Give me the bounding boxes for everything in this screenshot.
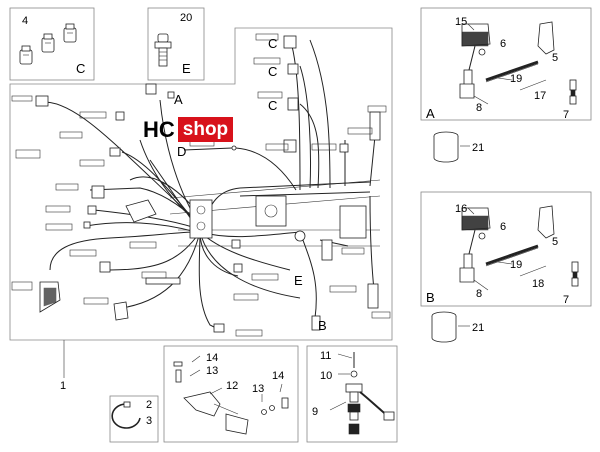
callout-3: 3 — [146, 415, 152, 427]
callout-16: 16 — [455, 203, 467, 215]
callout-leaders-A — [467, 23, 547, 105]
inset-box-4 — [9, 7, 95, 81]
coil-set-A — [459, 21, 577, 105]
harness-frame — [9, 27, 393, 341]
callout-2: 2 — [146, 399, 152, 411]
inset-box-15 — [420, 7, 592, 121]
letter-E-box: E — [182, 61, 191, 76]
letter-D-main: D — [177, 144, 186, 159]
callout-21b: 21 — [472, 322, 484, 334]
harness-connectors — [35, 35, 381, 333]
callout-17: 17 — [534, 90, 546, 102]
letter-C1: C — [268, 36, 277, 51]
inset-box-9 — [306, 345, 398, 443]
callout-9: 9 — [312, 406, 318, 418]
callout-8a: 8 — [476, 102, 482, 114]
letter-A-main: A — [174, 92, 183, 107]
logo-text-hc: HC — [143, 117, 175, 142]
letter-C2: C — [268, 64, 277, 79]
callout-4: 4 — [22, 15, 28, 27]
callout-numbers: 4 20 15 6 5 19 17 8 7 21 16 6 5 19 18 8 … — [22, 12, 569, 427]
reference-letters: C E A B A C C C D E B — [76, 36, 435, 333]
callout-1: 1 — [60, 380, 66, 392]
cap-21-bottom — [431, 311, 470, 343]
callout-15: 15 — [455, 16, 467, 28]
callout-14b: 14 — [272, 370, 284, 382]
clip-ring-2-3 — [111, 401, 141, 429]
callout-10: 10 — [320, 370, 332, 382]
letter-B-main: B — [318, 318, 327, 333]
letter-C-box: C — [76, 61, 85, 76]
letter-B-box: B — [426, 290, 435, 305]
logo-text-shop: shop — [177, 117, 234, 142]
callout-19b: 19 — [510, 259, 522, 271]
coil-set-B — [459, 205, 579, 287]
harness-fine-labels — [11, 33, 391, 337]
callout-7a: 7 — [563, 109, 569, 121]
cap-21-top — [433, 131, 470, 163]
callout-12: 12 — [226, 380, 238, 392]
callout-13b: 13 — [252, 383, 264, 395]
inset-box-12 — [163, 345, 299, 443]
inset-box-2 — [109, 395, 159, 443]
callout-21a: 21 — [472, 142, 484, 154]
letter-A-box: A — [426, 106, 435, 121]
callout-7b: 7 — [563, 294, 569, 306]
callout-8b: 8 — [476, 288, 482, 300]
callout-20: 20 — [180, 12, 192, 24]
callout-5b: 5 — [552, 236, 558, 248]
callout-6a: 6 — [500, 38, 506, 50]
letter-E-main: E — [294, 273, 303, 288]
callout-11: 11 — [320, 350, 331, 362]
callout-6b: 6 — [500, 221, 506, 233]
callout-13a: 13 — [206, 365, 218, 377]
sensor-20 — [154, 33, 172, 67]
hcshop-logo: HC shop — [143, 117, 239, 142]
parts-9-10-11 — [329, 352, 395, 435]
callout-19a: 19 — [510, 73, 522, 85]
letter-C3: C — [268, 98, 277, 113]
callout-18: 18 — [532, 278, 544, 290]
harness-wires — [45, 39, 377, 331]
callout-5a: 5 — [552, 52, 558, 64]
callout-leaders-B — [467, 207, 547, 291]
parts-12-13-14 — [173, 355, 289, 435]
connector-set-4 — [19, 23, 77, 65]
harness-frame-rails — [169, 179, 381, 247]
inset-box-20 — [147, 7, 205, 81]
callout-14a: 14 — [206, 352, 218, 364]
inset-box-16 — [420, 191, 592, 307]
